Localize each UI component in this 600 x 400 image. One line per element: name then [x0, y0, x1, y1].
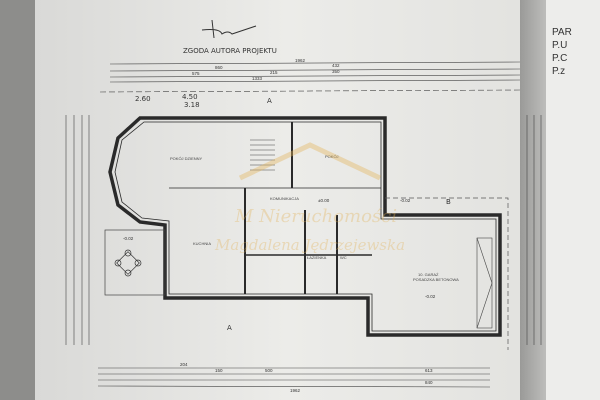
section-mark-b: B [446, 198, 451, 206]
paper-sheet-right [546, 0, 600, 400]
room-label: ŁAZIENKA [307, 255, 327, 260]
section-line [99, 89, 521, 93]
hand-dim: 4.50 [182, 93, 198, 101]
top-dimension-lines [109, 61, 521, 83]
dim: 840 [425, 380, 433, 385]
dim-total: 1962 [295, 58, 306, 63]
side-dimension-lines [65, 115, 542, 345]
level-mark: -0.02 [400, 198, 411, 203]
room-label: 10. GARAŻ [418, 272, 439, 277]
paper-fold [520, 0, 546, 400]
room-label: POSADZKA BETONOWA [413, 277, 459, 282]
room-label: POKÓJ [325, 154, 339, 159]
room-label: POKÓJ DZIENNY [170, 156, 203, 161]
room-label: WC [340, 255, 347, 260]
garage-door [476, 237, 493, 329]
level-mark: -0.02 [425, 294, 436, 299]
level-mark: -0.02 [123, 236, 134, 241]
bottom-dimension-lines [97, 367, 491, 388]
hand-dim: 3.18 [184, 101, 200, 109]
building-walls [108, 116, 502, 337]
room-label: KUCHNIA [193, 241, 211, 246]
section-mark-a: A [267, 97, 272, 105]
dim: 432 [332, 63, 340, 68]
dim: 575 [192, 71, 200, 76]
dim: 204 [180, 362, 188, 367]
signature [201, 19, 257, 39]
dim: 613 [425, 368, 433, 373]
side-label: P.z [552, 66, 565, 77]
approval-text: ZGODA AUTORA PROJEKTU [183, 47, 277, 55]
dim: 1333 [252, 76, 263, 81]
stairs [250, 139, 275, 171]
garage-outline-dashed [385, 197, 509, 350]
level-mark: ±0.00 [318, 198, 330, 203]
side-label: P.U [552, 40, 567, 51]
side-label: PAR [552, 27, 572, 38]
room-label: KOMUNIKACJA [270, 196, 299, 201]
side-label: P.C [552, 53, 567, 64]
watermark-text: Magdalena Jędrzejewska [214, 236, 405, 254]
section-mark-a: A [227, 324, 232, 332]
hand-dim: 2.60 [135, 95, 151, 103]
dim: 150 [215, 368, 223, 373]
table-symbol [114, 249, 142, 277]
dim: 860 [215, 65, 223, 70]
watermark-text: M Nieruchomości [234, 206, 397, 227]
dim: 500 [265, 368, 273, 373]
terrace [104, 229, 166, 296]
dim-total: 1962 [290, 388, 301, 393]
watermark-logo-roof [238, 142, 382, 181]
dim: 215 [270, 70, 278, 75]
dim: 350 [332, 69, 340, 74]
